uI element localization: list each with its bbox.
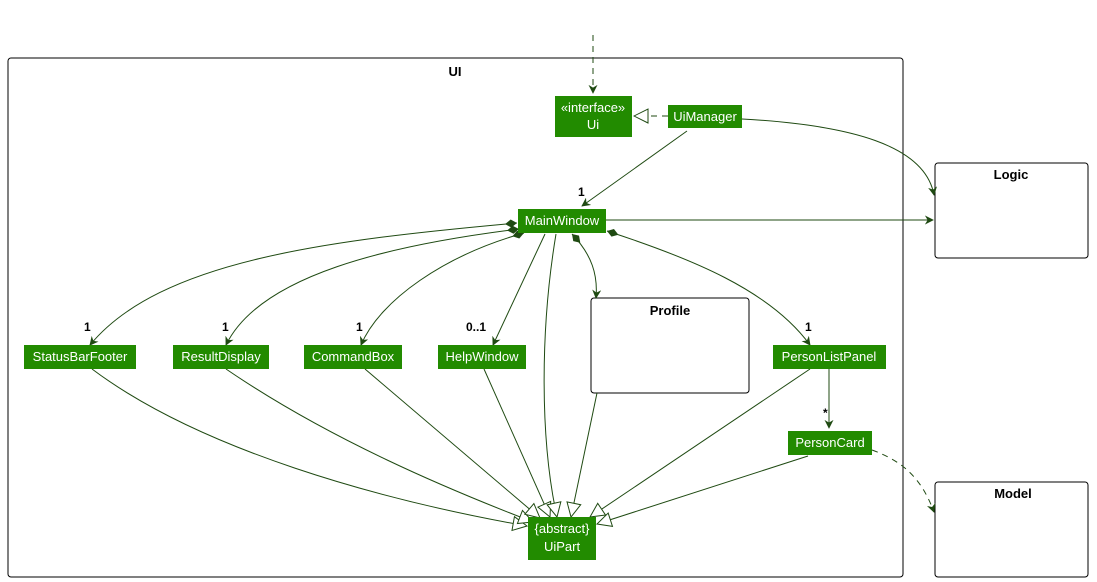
ui-interface-name: Ui: [587, 117, 599, 132]
class-personlistpanel[interactable]: PersonListPanel: [773, 345, 886, 369]
inherit-commandbox: [364, 368, 540, 518]
personcard-name: PersonCard: [795, 435, 864, 450]
inherit-profile: [571, 392, 598, 517]
package-logic: Logic: [934, 162, 1089, 259]
comp-profile: [571, 233, 602, 299]
class-commandbox[interactable]: CommandBox: [304, 345, 402, 369]
comp-commandbox: [360, 230, 525, 346]
package-profile: Profile: [590, 297, 750, 394]
personcard-model-arrow: [871, 449, 936, 513]
class-uimanager[interactable]: UiManager: [668, 105, 742, 128]
mult-personlistpanel: 1: [805, 320, 812, 334]
class-personcard[interactable]: PersonCard: [788, 431, 872, 455]
inherit-statusbar: [91, 368, 527, 526]
commandbox-name: CommandBox: [312, 349, 395, 364]
mult-mainwindow: 1: [578, 185, 585, 199]
package-ui: UI: [7, 57, 904, 578]
statusbarfooter-name: StatusBarFooter: [33, 349, 128, 364]
personlistpanel-name: PersonListPanel: [782, 349, 877, 364]
package-ui-title: UI: [449, 64, 462, 79]
class-ui-interface[interactable]: «interface» Ui: [555, 96, 632, 137]
comp-helpwindow: [492, 233, 546, 346]
package-profile-title: Profile: [650, 303, 690, 318]
inherit-personcard: [597, 455, 809, 524]
inherit-personlistpanel: [590, 368, 811, 517]
mult-statusbarfooter: 1: [84, 320, 91, 334]
class-uipart[interactable]: {abstract} UiPart: [528, 517, 596, 560]
uimanager-logic-arrow: [741, 118, 937, 196]
class-resultdisplay[interactable]: ResultDisplay: [173, 345, 269, 369]
ui-interface-stereotype: «interface»: [561, 100, 625, 115]
uipart-stereotype: {abstract}: [535, 521, 591, 536]
class-helpwindow[interactable]: HelpWindow: [438, 345, 526, 369]
package-logic-title: Logic: [994, 167, 1029, 182]
inherit-resultdisplay: [225, 368, 533, 522]
comp-personlistpanel: [606, 229, 811, 346]
helpwindow-name: HelpWindow: [446, 349, 520, 364]
uimanager-name: UiManager: [673, 109, 737, 124]
inherit-helpwindow: [483, 368, 550, 517]
mainwindow-name: MainWindow: [525, 213, 600, 228]
mult-personcard: *: [823, 406, 828, 420]
package-model-title: Model: [994, 486, 1032, 501]
uipart-name: UiPart: [544, 539, 581, 554]
class-statusbarfooter[interactable]: StatusBarFooter: [24, 345, 136, 369]
package-model: Model: [934, 481, 1089, 578]
class-mainwindow[interactable]: MainWindow: [518, 209, 606, 233]
resultdisplay-name: ResultDisplay: [181, 349, 261, 364]
mult-resultdisplay: 1: [222, 320, 229, 334]
uimanager-mainwindow-arrow: [581, 130, 688, 207]
inherit-mainwindow: [543, 233, 557, 517]
mult-helpwindow: 0..1: [466, 320, 486, 334]
mult-commandbox: 1: [356, 320, 363, 334]
